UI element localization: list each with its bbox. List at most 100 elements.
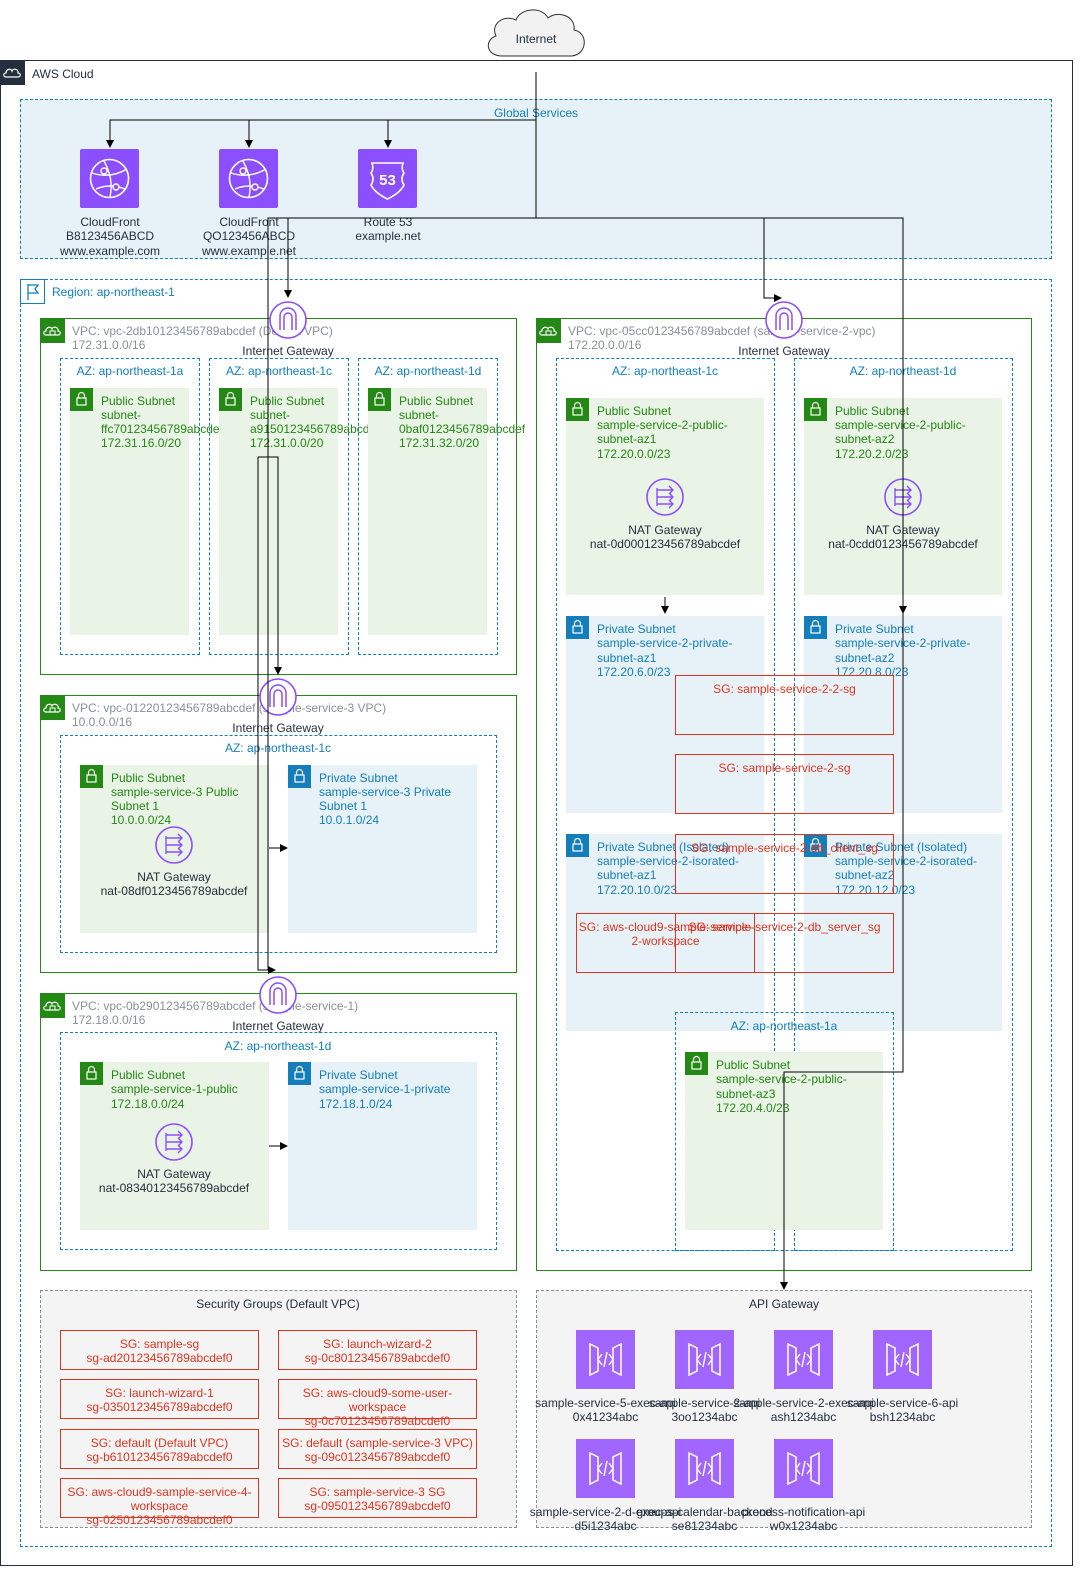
subnet-cidr: 172.20.2.0/23 [835,447,909,461]
sg-name: SG: launch-wizard-1 [105,1386,214,1400]
igw-label: Internet Gateway [232,721,324,735]
aws-cloud-label: AWS Cloud [32,67,94,81]
sg-name: workspace [130,1499,189,1513]
sg-id: sg-0c70123456789abcdef0 [304,1414,451,1428]
subnet-label: Public Subnet [399,394,474,408]
az-label: AZ: ap-northeast-1a [730,1019,838,1033]
igw-label: Internet Gateway [232,1019,324,1033]
cloudfront-icon [219,149,278,208]
subnet-name: sample-service-2-private- [835,636,971,650]
lock-icon [566,616,589,639]
cloudfront-2-id: QO123456ABCD [202,229,296,243]
api-id: d5i1234abc [574,1519,637,1533]
sg-id: sg-0950123456789abcdef0 [304,1499,451,1513]
api-id: 0x41234abc [572,1410,639,1424]
nat-id: nat-08340123456789abcdef [98,1181,250,1195]
vpc-icon [40,695,65,720]
sg-id: sg-09c0123456789abcdef0 [304,1450,451,1464]
az-label: AZ: ap-northeast-1c [611,364,719,378]
lock-icon [219,388,242,411]
private-subnet [288,1062,477,1230]
cloudfront-1-domain: www.example.com [59,244,161,258]
api-id: w0x1234abc [769,1519,838,1533]
subnet-label: Public Subnet [250,394,325,408]
api-gateway-icon [873,1330,932,1389]
api-name: sample-service-2-d-exec-api [529,1505,682,1519]
subnet-cidr: 10.0.0.0/24 [111,813,172,827]
subnet-label: Public Subnet [597,404,672,418]
subnet-name: subnet-az1 [597,432,657,446]
lock-icon [288,765,311,788]
subnet-cidr: 172.20.10.0/23 [597,883,678,897]
api-name: groups-calendar-backend [636,1505,773,1519]
vpc-svc3-cidr: 10.0.0.0/16 [72,715,133,729]
nat-gateway-icon [884,478,922,516]
subnet-label: Private Subnet [597,622,676,636]
subnet-name: sample-service-2-public- [597,418,728,432]
public-subnet [80,1062,269,1230]
subnet-name: sample-service-1-public [111,1082,238,1096]
sg-name: SG: launch-wizard-2 [323,1337,432,1351]
sg-name: SG: default (Default VPC) [90,1436,229,1450]
vpc-svc1-cidr: 172.18.0.0/16 [72,1013,146,1027]
internet-gateway-icon [259,678,297,716]
lock-icon [70,388,93,411]
subnet-name: sample-service-1-private [319,1082,451,1096]
vpc-svc1-title: VPC: vpc-0b290123456789abcdef (sample-se… [72,999,359,1013]
lock-icon [368,388,391,411]
subnet-label: Public Subnet [101,394,176,408]
az-label: AZ: ap-northeast-1a [76,364,184,378]
cloudfront-1-id: B8123456ABCD [65,229,155,243]
az-1d [60,1032,497,1250]
sg-sample-service-2: SG: sample-service-2-sg [675,754,894,814]
api-name: sample-service-2-api [648,1396,761,1410]
sg-item: SG: aws-cloud9-sample-service-4-workspac… [60,1478,259,1527]
vpc-icon [40,318,65,343]
subnet-label: Private Subnet [319,1068,398,1082]
subnet-id: subnet- [399,408,440,422]
subnet-name: subnet-az2 [835,432,895,446]
sg-name: SG: sample-sg [119,1337,200,1351]
aws-cloud-group [0,60,1073,1566]
nat-gateway-icon [155,826,193,864]
sg-item: SG: default (sample-service-3 VPC)sg-09c… [278,1429,477,1469]
sg-db-client: SG: sample-service-2-db_client_sg [675,834,894,894]
sg-name: SG: aws-cloud9-some-user- [302,1386,453,1400]
sg-name: 2-workspace [631,934,700,948]
internet-cloud-icon [487,9,585,57]
internet-gateway-icon [269,301,307,339]
igw-label: Internet Gateway [738,344,830,358]
public-subnet [368,388,487,635]
lock-icon [80,765,103,788]
cloudfront-2-name: CloudFront [219,215,279,229]
sg-id: sg-0250123456789abcdef0 [86,1513,233,1527]
subnet-id: ffc70123456789abcde [101,422,220,436]
lock-icon [566,398,589,421]
public-subnet [70,388,189,635]
api-gateway-title: API Gateway [748,1297,820,1311]
subnet-cidr: 172.20.0.0/23 [597,447,671,461]
subnet-name: sample-service-2-isorated- [597,854,740,868]
subnet-name: subnet-az1 [597,651,657,665]
api-gateway-icon [774,1439,833,1498]
api-name: process-notification-api [741,1505,866,1519]
api-gateway-icon [774,1330,833,1389]
subnet-id: subnet- [101,408,142,422]
region-label: Region: ap-northeast-1 [52,285,175,299]
subnet-label: Public Subnet [835,404,910,418]
lock-icon [804,616,827,639]
nat-id: nat-08df0123456789abcdef [100,884,248,898]
api-id: se81234abc [671,1519,738,1533]
api-name: sample-service-5-exec-api [535,1396,676,1410]
nat-gateway-icon [646,478,684,516]
lock-icon [804,398,827,421]
global-services-group [20,99,1052,259]
subnet-name: Subnet 1 [111,799,160,813]
nat-label: NAT Gateway [628,523,702,537]
vpc-icon [40,993,65,1018]
az-label: AZ: ap-northeast-1c [225,364,333,378]
